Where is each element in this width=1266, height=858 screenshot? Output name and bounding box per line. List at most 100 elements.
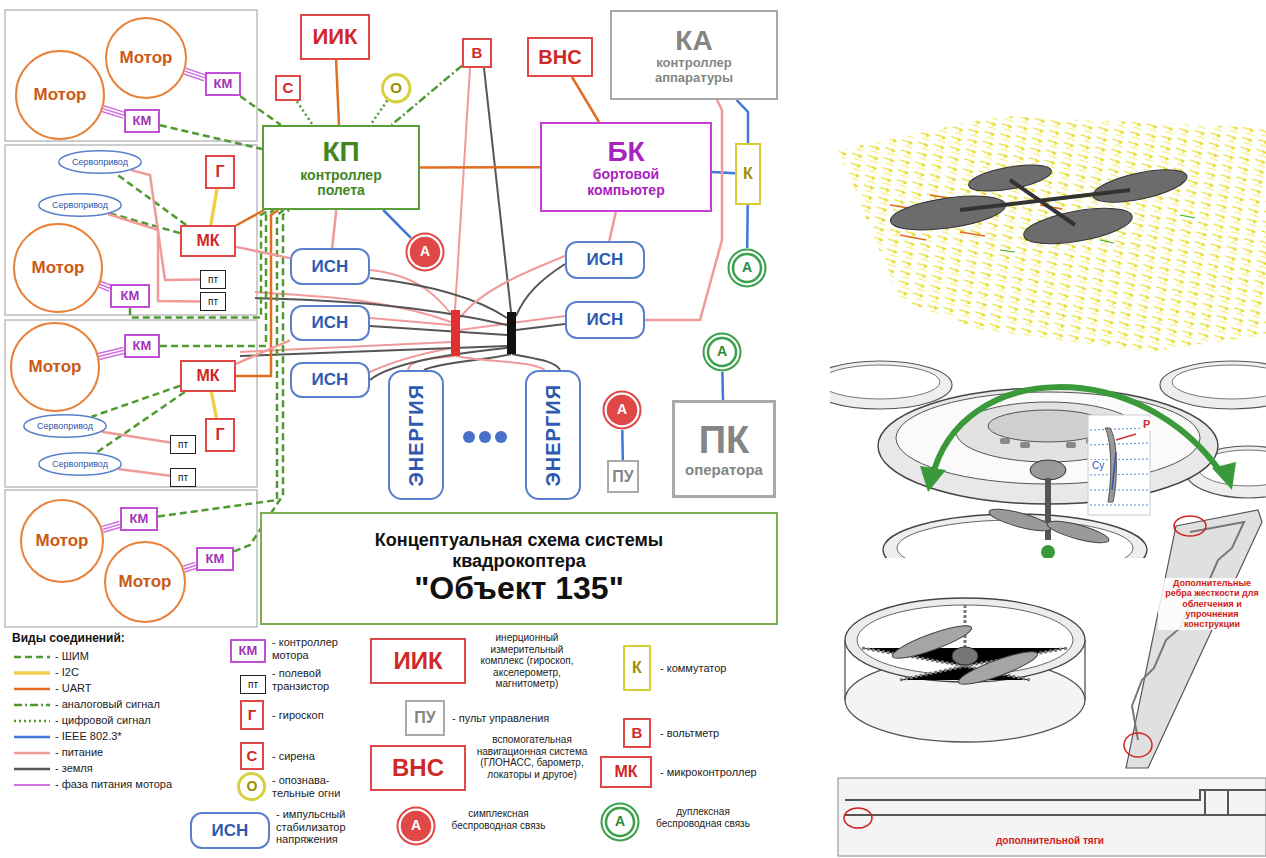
antenna-ring <box>602 804 639 841</box>
hardware-controller-box: КАконтроллер аппаратуры <box>610 10 778 100</box>
transistor-box: пт <box>170 468 196 486</box>
connector-wire <box>118 469 170 476</box>
connector-line <box>99 350 124 356</box>
battery-box: ЭНЕРГИЯ <box>388 370 444 500</box>
legend-text: - коммутатор <box>660 662 726 675</box>
legend-text: - гироскоп <box>272 709 324 722</box>
antenna-core <box>411 238 439 266</box>
connector-wire <box>383 210 411 238</box>
connector-line <box>737 100 748 143</box>
module-box-text: МК <box>196 232 219 250</box>
annotation-label: дополнительной тяги <box>880 835 1220 847</box>
transistor-box-text: пт <box>248 679 258 690</box>
outline-ellipse <box>16 51 104 139</box>
antenna-ring <box>407 234 444 271</box>
section-render <box>838 778 1266 856</box>
outline-ellipse <box>105 542 185 622</box>
legend-text: - аналоговый сигнал <box>55 698 160 711</box>
operator-pc-box-text: оператора <box>685 462 763 479</box>
duplex-antenna: А <box>727 248 767 288</box>
lights-circle: О <box>237 772 266 801</box>
connector-line <box>183 562 195 566</box>
antenna-ring <box>704 334 741 371</box>
module-box: ИИК <box>370 638 466 684</box>
duct-render <box>845 510 1262 768</box>
module-box-text: МК <box>614 763 637 781</box>
legend-text: - сирена <box>272 750 315 763</box>
computer-box-text: бортовой компьютер <box>576 167 676 198</box>
connector-wire <box>184 68 206 81</box>
battery-box-text: ЭНЕРГИЯ <box>405 384 427 486</box>
hardware-controller-box-text: КА <box>675 25 712 56</box>
connector-line <box>118 469 170 476</box>
connector-wire <box>297 101 313 125</box>
simplex-antenna-text: А <box>617 402 627 418</box>
title-box: Концептуальная схема системы квадрокопте… <box>260 512 778 625</box>
module-box: В <box>462 38 492 68</box>
regulator-box: ИСН <box>290 305 370 341</box>
motor-controller-box: КМ <box>110 284 150 309</box>
connector-line <box>236 210 264 226</box>
module-box: ВНС <box>527 37 593 77</box>
connector-wire <box>183 562 197 572</box>
antenna-core <box>606 808 634 836</box>
connector-wire <box>236 210 278 376</box>
operator-pc-box-text: ПК <box>699 419 750 462</box>
antenna-core <box>708 338 736 366</box>
remote-box-text: ПУ <box>612 468 633 486</box>
motor-controller-box-text: КМ <box>133 339 152 354</box>
legend-text: - пульт управления <box>452 712 549 725</box>
legend-text: симплексная беспроводная связь <box>446 808 551 831</box>
duplex-antenna: А <box>600 802 640 842</box>
connector-line <box>158 210 284 516</box>
connector-wire <box>236 340 290 363</box>
connector-line <box>130 210 269 318</box>
connector-wire <box>158 210 284 516</box>
legend-text: - импульсный стабилизатор напряжения <box>276 808 371 846</box>
module-box-text: Г <box>215 163 224 181</box>
legend-samples <box>14 657 50 785</box>
connector-line <box>186 68 206 75</box>
connector-wire <box>211 189 217 225</box>
outline-ellipse <box>39 453 122 476</box>
connector-line <box>184 74 204 81</box>
airflow-simulation <box>838 116 1266 352</box>
remote-box: ПУ <box>607 460 639 493</box>
connector-line <box>236 340 290 363</box>
connector-wire <box>747 205 749 248</box>
lights-circle: О <box>381 73 411 103</box>
connector-line <box>102 432 170 443</box>
module-box-text: ВНС <box>392 755 444 782</box>
legend-text: - ШИМ <box>55 650 89 663</box>
regulator-box-text: ИСН <box>587 310 624 329</box>
connector-wire <box>234 210 289 551</box>
regulator-box-text: ИСН <box>587 250 624 269</box>
transistor-box-text: пт <box>208 274 218 285</box>
connector-line <box>336 60 339 125</box>
regulator-box: ИСН <box>565 241 645 279</box>
legend-text: дуплексная беспроводная связь <box>648 806 758 829</box>
legend-text: - полевой транзистор <box>272 667 362 692</box>
flight-controller-box-text: контроллер полета <box>291 168 391 199</box>
motor-controller-box: КМ <box>124 334 160 359</box>
connector-wire <box>236 210 264 226</box>
servo-ellipse-text: Сервопривод <box>37 421 93 431</box>
legend-text: вспомогательная навигационная система (Г… <box>472 734 592 780</box>
connector-line <box>103 109 124 116</box>
legend-text: - IEEE 802.3* <box>55 730 122 743</box>
connector-wire <box>102 106 125 118</box>
transistor-box: пт <box>240 675 266 693</box>
switch-box-text: К <box>632 659 642 677</box>
connector-wire <box>160 125 262 149</box>
module-box-text: С <box>247 748 258 765</box>
transistor-box-text: пт <box>178 439 188 450</box>
connector-wire <box>609 212 616 241</box>
motor-controller-box-text: КМ <box>133 114 152 129</box>
legend-text: - питание <box>55 746 103 759</box>
module-box: С <box>275 75 301 102</box>
transistor-box-text: пт <box>178 472 188 483</box>
module-box-text: В <box>632 725 643 742</box>
module-box-text: С <box>283 80 294 97</box>
lights-circle-text: О <box>247 779 258 795</box>
module-box: ИИК <box>300 14 370 60</box>
